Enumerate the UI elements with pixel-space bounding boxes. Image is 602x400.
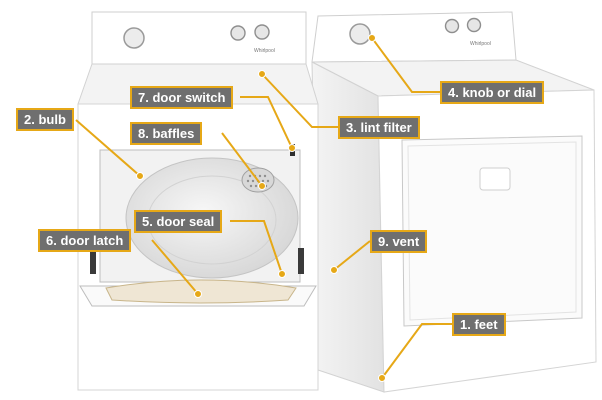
leader-line-feet (381, 323, 452, 379)
target-marker-door-latch (194, 290, 202, 298)
callout-baffles: 8. baffles (130, 122, 203, 145)
callout-door-latch: 6. door latch (38, 229, 132, 252)
right-dryer: Whirlpool (311, 11, 597, 393)
leader-line-lint-filter (261, 73, 338, 128)
callout-lint-filter: 3. lint filter (338, 116, 420, 139)
target-marker-door-seal (278, 270, 286, 278)
leader-line-door-seal (230, 220, 283, 275)
callout-bulb: 2. bulb (16, 108, 74, 131)
right-dryer-console (311, 11, 517, 63)
target-marker-bulb (136, 172, 144, 180)
right-dryer-door (401, 135, 583, 327)
target-marker-feet (378, 374, 386, 382)
target-marker-baffles (258, 182, 266, 190)
leader-line-door-switch (240, 96, 293, 149)
left-dryer-brand-logo: Whirlpool (254, 48, 275, 54)
target-marker-lint-filter (258, 70, 266, 78)
callout-vent: 9. vent (370, 230, 428, 253)
target-marker-knob-or-dial (368, 34, 376, 42)
door-latch-right (298, 248, 304, 274)
callout-door-switch: 7. door switch (130, 86, 234, 109)
callout-knob-or-dial: 4. knob or dial (440, 81, 545, 104)
right-dryer-knob-small-1 (444, 18, 460, 34)
target-marker-door-switch (288, 144, 296, 152)
right-dryer-knob-large (349, 23, 371, 45)
leader-line-vent (333, 240, 371, 271)
leader-line-door-latch (151, 239, 199, 295)
left-dryer-knob-small-1 (230, 25, 246, 41)
leader-line-baffles (221, 132, 263, 187)
right-dryer-brand-logo: Whirlpool (470, 41, 491, 47)
door-latch-left (90, 248, 96, 274)
right-dryer-knob-small-2 (466, 17, 482, 33)
right-dryer-side (311, 61, 385, 393)
left-dryer-knob-small-2 (254, 24, 270, 40)
leader-line-knob-or-dial (371, 37, 440, 93)
leader-line-bulb (75, 119, 141, 177)
right-dryer-door-inner (407, 141, 577, 321)
target-marker-vent (330, 266, 338, 274)
left-dryer: Whirlpool (77, 11, 319, 391)
left-dryer-knob-large (123, 27, 145, 49)
callout-door-seal: 5. door seal (134, 210, 223, 233)
callout-feet: 1. feet (452, 313, 506, 336)
right-dryer-handle (479, 167, 511, 191)
leader-lines (75, 34, 452, 382)
